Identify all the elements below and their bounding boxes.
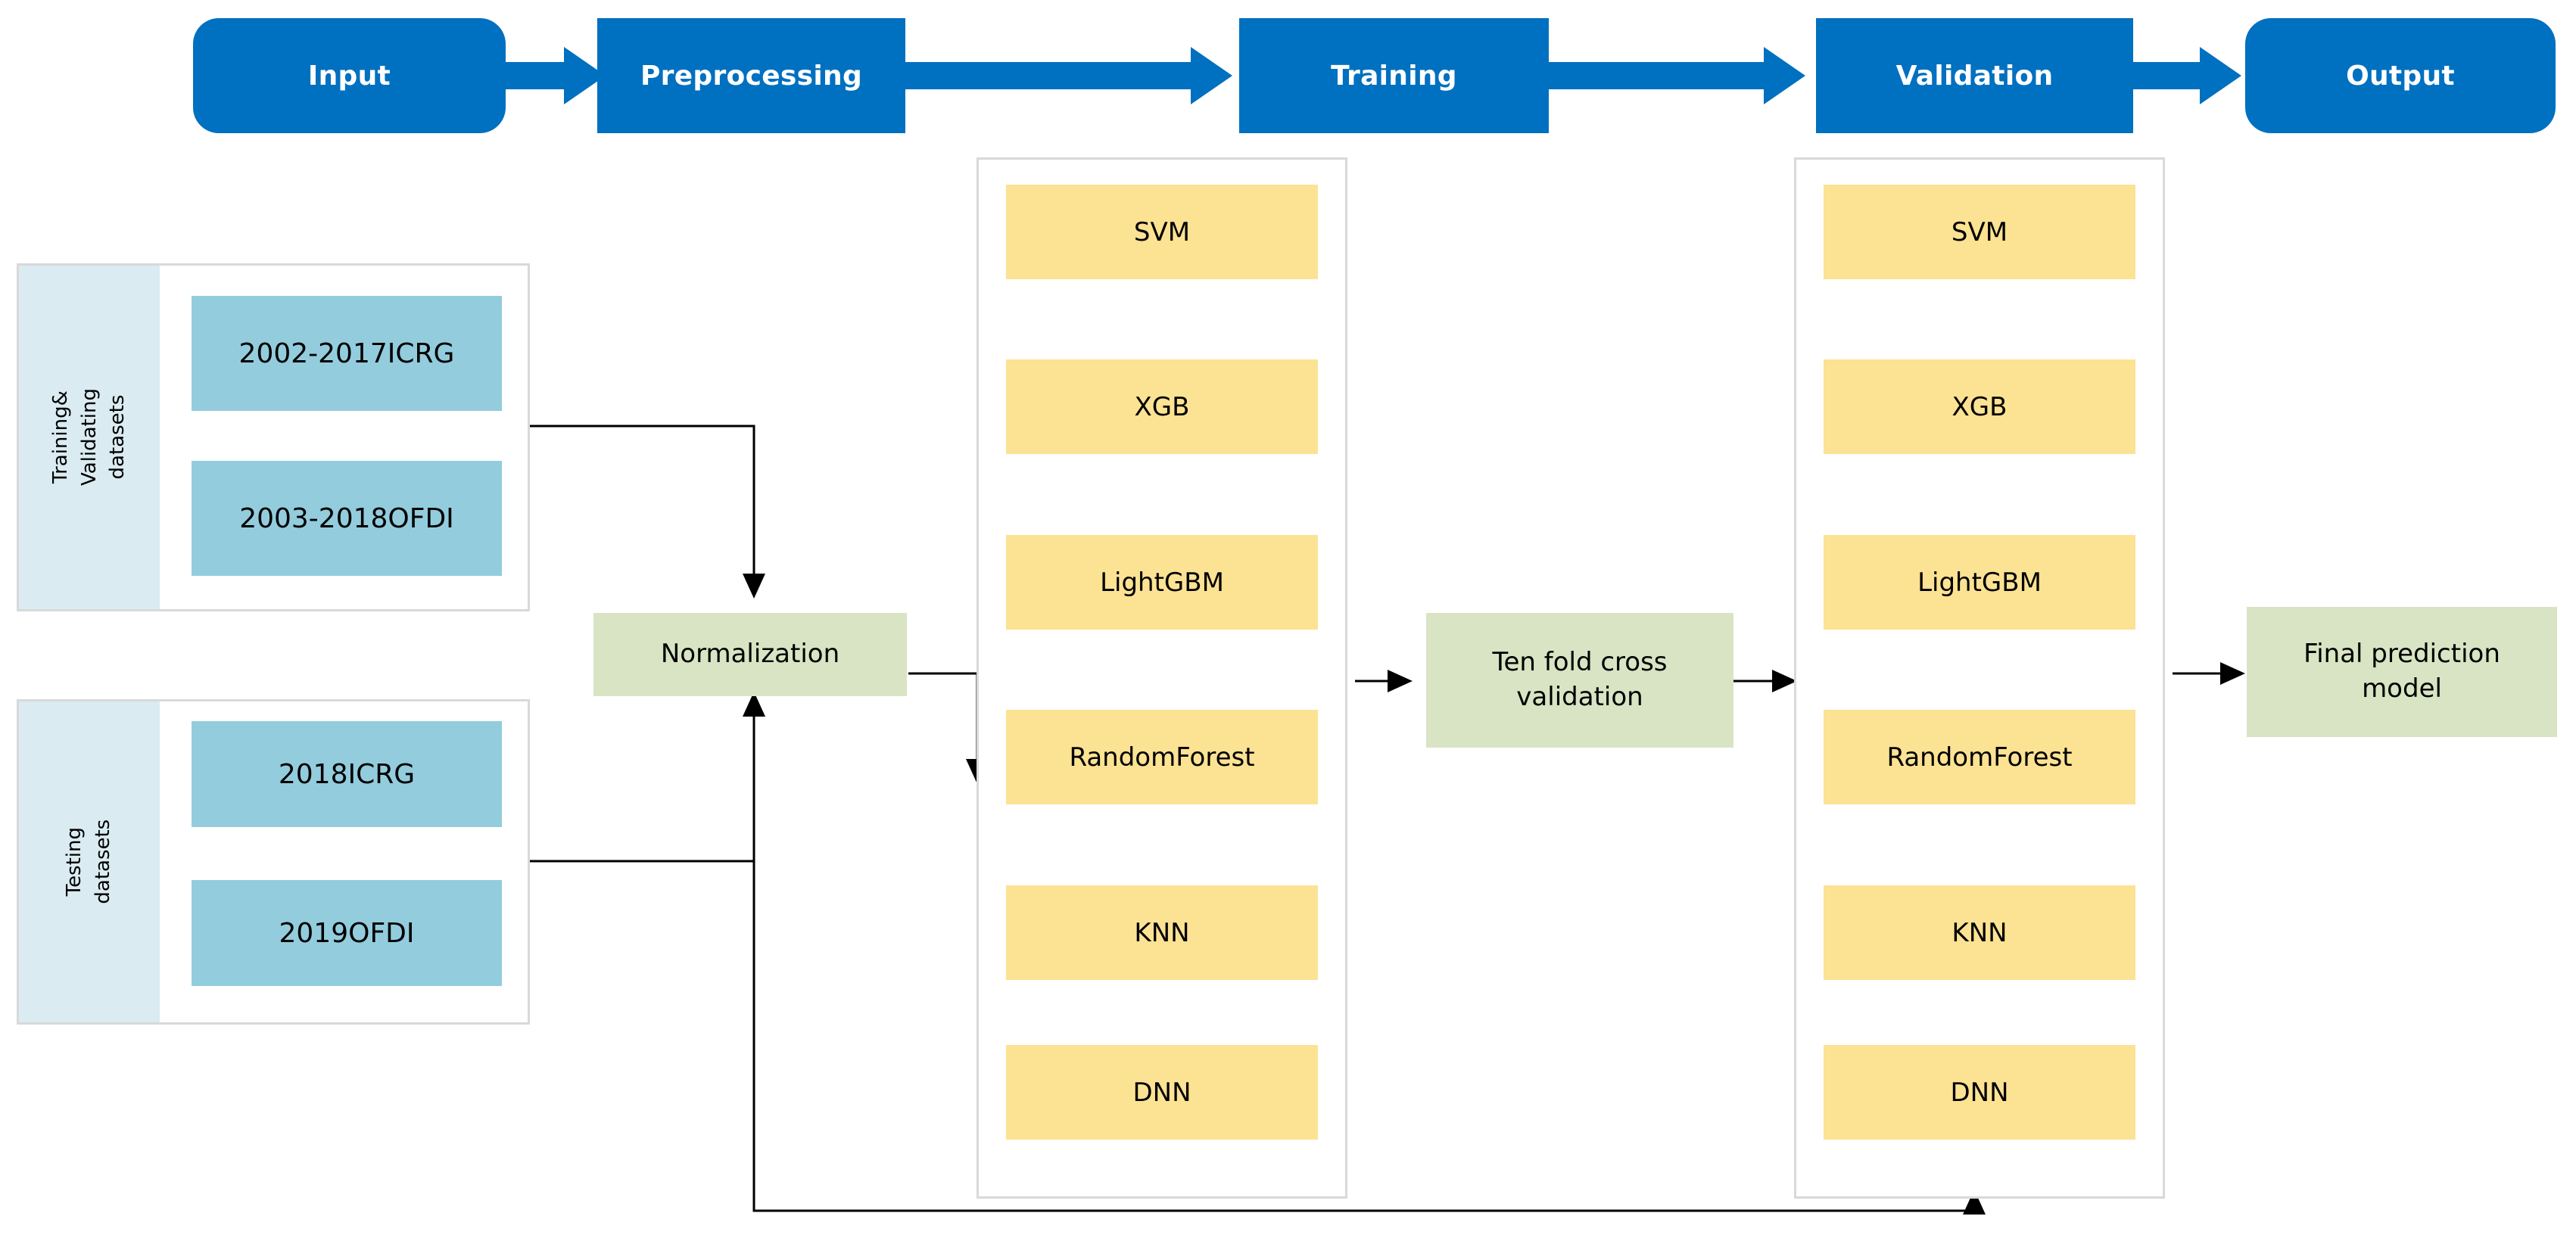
dataset-group-side-label: Training& Validating datasets	[19, 266, 160, 609]
side-label-line-2: Validating	[77, 388, 101, 487]
dataset-group-side-label-text: Training& Validating datasets	[46, 389, 132, 487]
algorithm-box-lightgbm[interactable]: LightGBM	[1006, 535, 1318, 630]
pipeline-step-output[interactable]: Output	[2245, 18, 2556, 133]
pipeline-step-input[interactable]: Input	[193, 18, 506, 133]
side-label-line-2: datasets	[91, 820, 114, 904]
algorithm-box-svm[interactable]: SVM	[1006, 185, 1318, 279]
final-model-label-line-2: model	[2362, 673, 2442, 704]
normalization-label: Normalization	[660, 639, 840, 670]
algorithm-label: KNN	[1951, 917, 2008, 948]
dataset-item[interactable]: 2018ICRG	[192, 721, 502, 827]
pipeline-step-preprocessing[interactable]: Preprocessing	[597, 18, 905, 133]
algorithm-label: SVM	[1951, 216, 2008, 247]
dataset-group-training-validating[interactable]: Training& Validating datasets 2002-2017I…	[17, 263, 530, 611]
cross-validation-label: Ten fold cross validation	[1492, 645, 1667, 715]
cross-validation-box[interactable]: Ten fold cross validation	[1426, 613, 1733, 748]
algorithm-box-dnn[interactable]: DNN	[1006, 1045, 1318, 1140]
pipeline-step-label: Training	[1331, 60, 1457, 92]
pipeline-step-label: Input	[307, 60, 391, 92]
algorithm-label: LightGBM	[1100, 567, 1224, 598]
side-label-line-1: Testing	[63, 827, 86, 897]
validation-algorithm-panel[interactable]: SVM XGB LightGBM RandomForest KNN DNN	[1794, 157, 2165, 1199]
pipeline-step-validation[interactable]: Validation	[1816, 18, 2133, 133]
algorithm-box-randomforest[interactable]: RandomForest	[1824, 710, 2135, 804]
algorithm-label: DNN	[1950, 1077, 2009, 1108]
algorithm-label: DNN	[1132, 1077, 1191, 1108]
algorithm-box-svm[interactable]: SVM	[1824, 185, 2135, 279]
training-algorithm-panel[interactable]: SVM XGB LightGBM RandomForest KNN DNN	[977, 157, 1347, 1199]
pipeline-step-label: Validation	[1895, 60, 2054, 92]
cross-validation-label-line-2: validation	[1516, 682, 1643, 712]
algorithm-box-dnn[interactable]: DNN	[1824, 1045, 2135, 1140]
side-label-line-3: datasets	[105, 395, 129, 480]
dataset-item-label: 2003-2018OFDI	[239, 502, 454, 534]
dataset-item-label: 2002-2017ICRG	[238, 337, 455, 369]
normalization-box[interactable]: Normalization	[593, 613, 907, 696]
algorithm-label: XGB	[1134, 391, 1190, 422]
pipeline-step-training[interactable]: Training	[1239, 18, 1549, 133]
side-label-line-1: Training&	[48, 390, 72, 484]
algorithm-box-lightgbm[interactable]: LightGBM	[1824, 535, 2135, 630]
algorithm-label: LightGBM	[1917, 567, 2042, 598]
algorithm-label: XGB	[1951, 391, 2008, 422]
final-prediction-model-label: Final prediction model	[2303, 637, 2500, 707]
algorithm-box-randomforest[interactable]: RandomForest	[1006, 710, 1318, 804]
dataset-item[interactable]: 2003-2018OFDI	[192, 461, 502, 576]
dataset-item-label: 2018ICRG	[278, 758, 416, 790]
algorithm-box-knn[interactable]: KNN	[1006, 885, 1318, 980]
algorithm-label: RandomForest	[1886, 742, 2073, 773]
final-model-label-line-1: Final prediction	[2303, 639, 2500, 670]
final-prediction-model-box[interactable]: Final prediction model	[2247, 607, 2557, 737]
pipeline-step-label: Preprocessing	[640, 60, 863, 92]
dataset-group-side-label-text: Testing datasets	[61, 820, 117, 904]
algorithm-label: SVM	[1133, 216, 1191, 247]
pipeline-step-label: Output	[2346, 60, 2455, 92]
dataset-item[interactable]: 2002-2017ICRG	[192, 296, 502, 411]
dataset-item-label: 2019OFDI	[279, 917, 415, 949]
algorithm-box-xgb[interactable]: XGB	[1006, 359, 1318, 454]
dataset-group-testing[interactable]: Testing datasets 2018ICRG 2019OFDI	[17, 699, 530, 1025]
algorithm-label: RandomForest	[1069, 742, 1255, 773]
dataset-group-side-label: Testing datasets	[19, 701, 160, 1022]
algorithm-box-xgb[interactable]: XGB	[1824, 359, 2135, 454]
algorithm-box-knn[interactable]: KNN	[1824, 885, 2135, 980]
algorithm-label: KNN	[1134, 917, 1190, 948]
dataset-item[interactable]: 2019OFDI	[192, 880, 502, 986]
cross-validation-label-line-1: Ten fold cross	[1492, 647, 1668, 678]
